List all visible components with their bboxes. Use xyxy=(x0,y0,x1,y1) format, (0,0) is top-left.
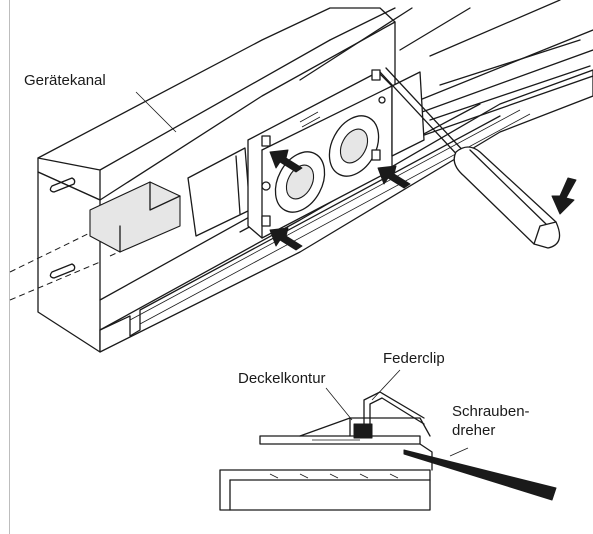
duct-front-wall xyxy=(37,171,101,353)
duct-right-floor-2 xyxy=(409,75,593,141)
carrier-left-flap xyxy=(187,147,251,237)
label-screwdriver-line2: dreher xyxy=(452,422,496,439)
duct-slot-upper xyxy=(49,177,76,193)
screwdriver-handle xyxy=(453,146,561,249)
arrow-lower-left xyxy=(269,227,303,251)
device-channel-duct xyxy=(37,0,593,353)
clip-notch-2 xyxy=(261,215,271,227)
arrow-upper-left xyxy=(269,149,303,173)
carrier-flap-fold xyxy=(235,155,241,215)
section-clip-block xyxy=(353,423,373,439)
duct-top-edge-far xyxy=(329,7,396,41)
clip-notch-4 xyxy=(371,69,381,81)
label-cover-contour: Deckelkontur xyxy=(238,370,326,387)
pointer-arrows xyxy=(269,149,577,251)
duct-top-edge xyxy=(99,39,331,171)
hidden-line-1 xyxy=(9,227,101,273)
leader-screwdriver xyxy=(449,447,469,457)
label-screwdriver-line1: Schrauben- xyxy=(452,403,530,420)
label-spring-clip: Federclip xyxy=(383,350,445,367)
socket-outlet-1-inner xyxy=(285,164,315,200)
leader-channel xyxy=(135,91,177,133)
section-cover-contour xyxy=(299,417,431,437)
screwdriver-handle-end xyxy=(533,221,557,245)
section-base xyxy=(219,469,431,511)
duct-slot-lower xyxy=(49,263,76,279)
duct-back-edge-1 xyxy=(299,7,413,81)
clip-notch-1 xyxy=(261,135,271,147)
section-spring-clip xyxy=(363,391,425,425)
leader-cover-contour xyxy=(325,387,353,421)
hidden-line-2 xyxy=(9,261,101,301)
screwdriver-shaft-2 xyxy=(385,67,469,157)
duct-rail-edge-1 xyxy=(439,39,581,86)
section-wall xyxy=(419,443,433,471)
frame-marking xyxy=(299,111,321,128)
leader-spring-clip xyxy=(371,369,401,401)
duct-back-edge-3 xyxy=(429,0,561,57)
duct-back-edge-2 xyxy=(399,7,471,51)
label-device-channel: Gerätekanal xyxy=(24,72,106,89)
arrow-right xyxy=(377,165,411,189)
frame-screw-right xyxy=(378,96,386,104)
clip-notch-3 xyxy=(371,149,381,161)
screwdriver-handle-ridge xyxy=(469,149,547,225)
screwdriver-illustration xyxy=(379,67,561,249)
section-spring-clip-inner xyxy=(369,397,425,425)
duct-rail-hatch-1 xyxy=(129,109,521,321)
duct-rail-profile xyxy=(99,115,501,337)
duct-right-floor xyxy=(399,49,593,121)
section-base-hatch xyxy=(269,473,399,479)
arrow-screwdriver-push xyxy=(551,177,577,215)
section-screwdriver-blade xyxy=(403,449,557,501)
duct-bottom-base xyxy=(99,69,593,353)
frame-screw-left xyxy=(261,181,271,191)
left-margin-rule xyxy=(9,0,10,534)
carrier-clamp-top xyxy=(149,181,181,211)
socket-carrier xyxy=(89,69,425,253)
detail-cross-section xyxy=(219,391,557,511)
screwdriver-shaft-1 xyxy=(379,71,463,161)
duct-rail-edge-2 xyxy=(429,65,591,121)
socket-outlet-2-inner xyxy=(339,128,369,164)
socket-frame-top xyxy=(261,85,393,151)
leader-lines xyxy=(135,91,469,457)
label-screwdriver: Schrauben- dreher xyxy=(452,402,530,440)
